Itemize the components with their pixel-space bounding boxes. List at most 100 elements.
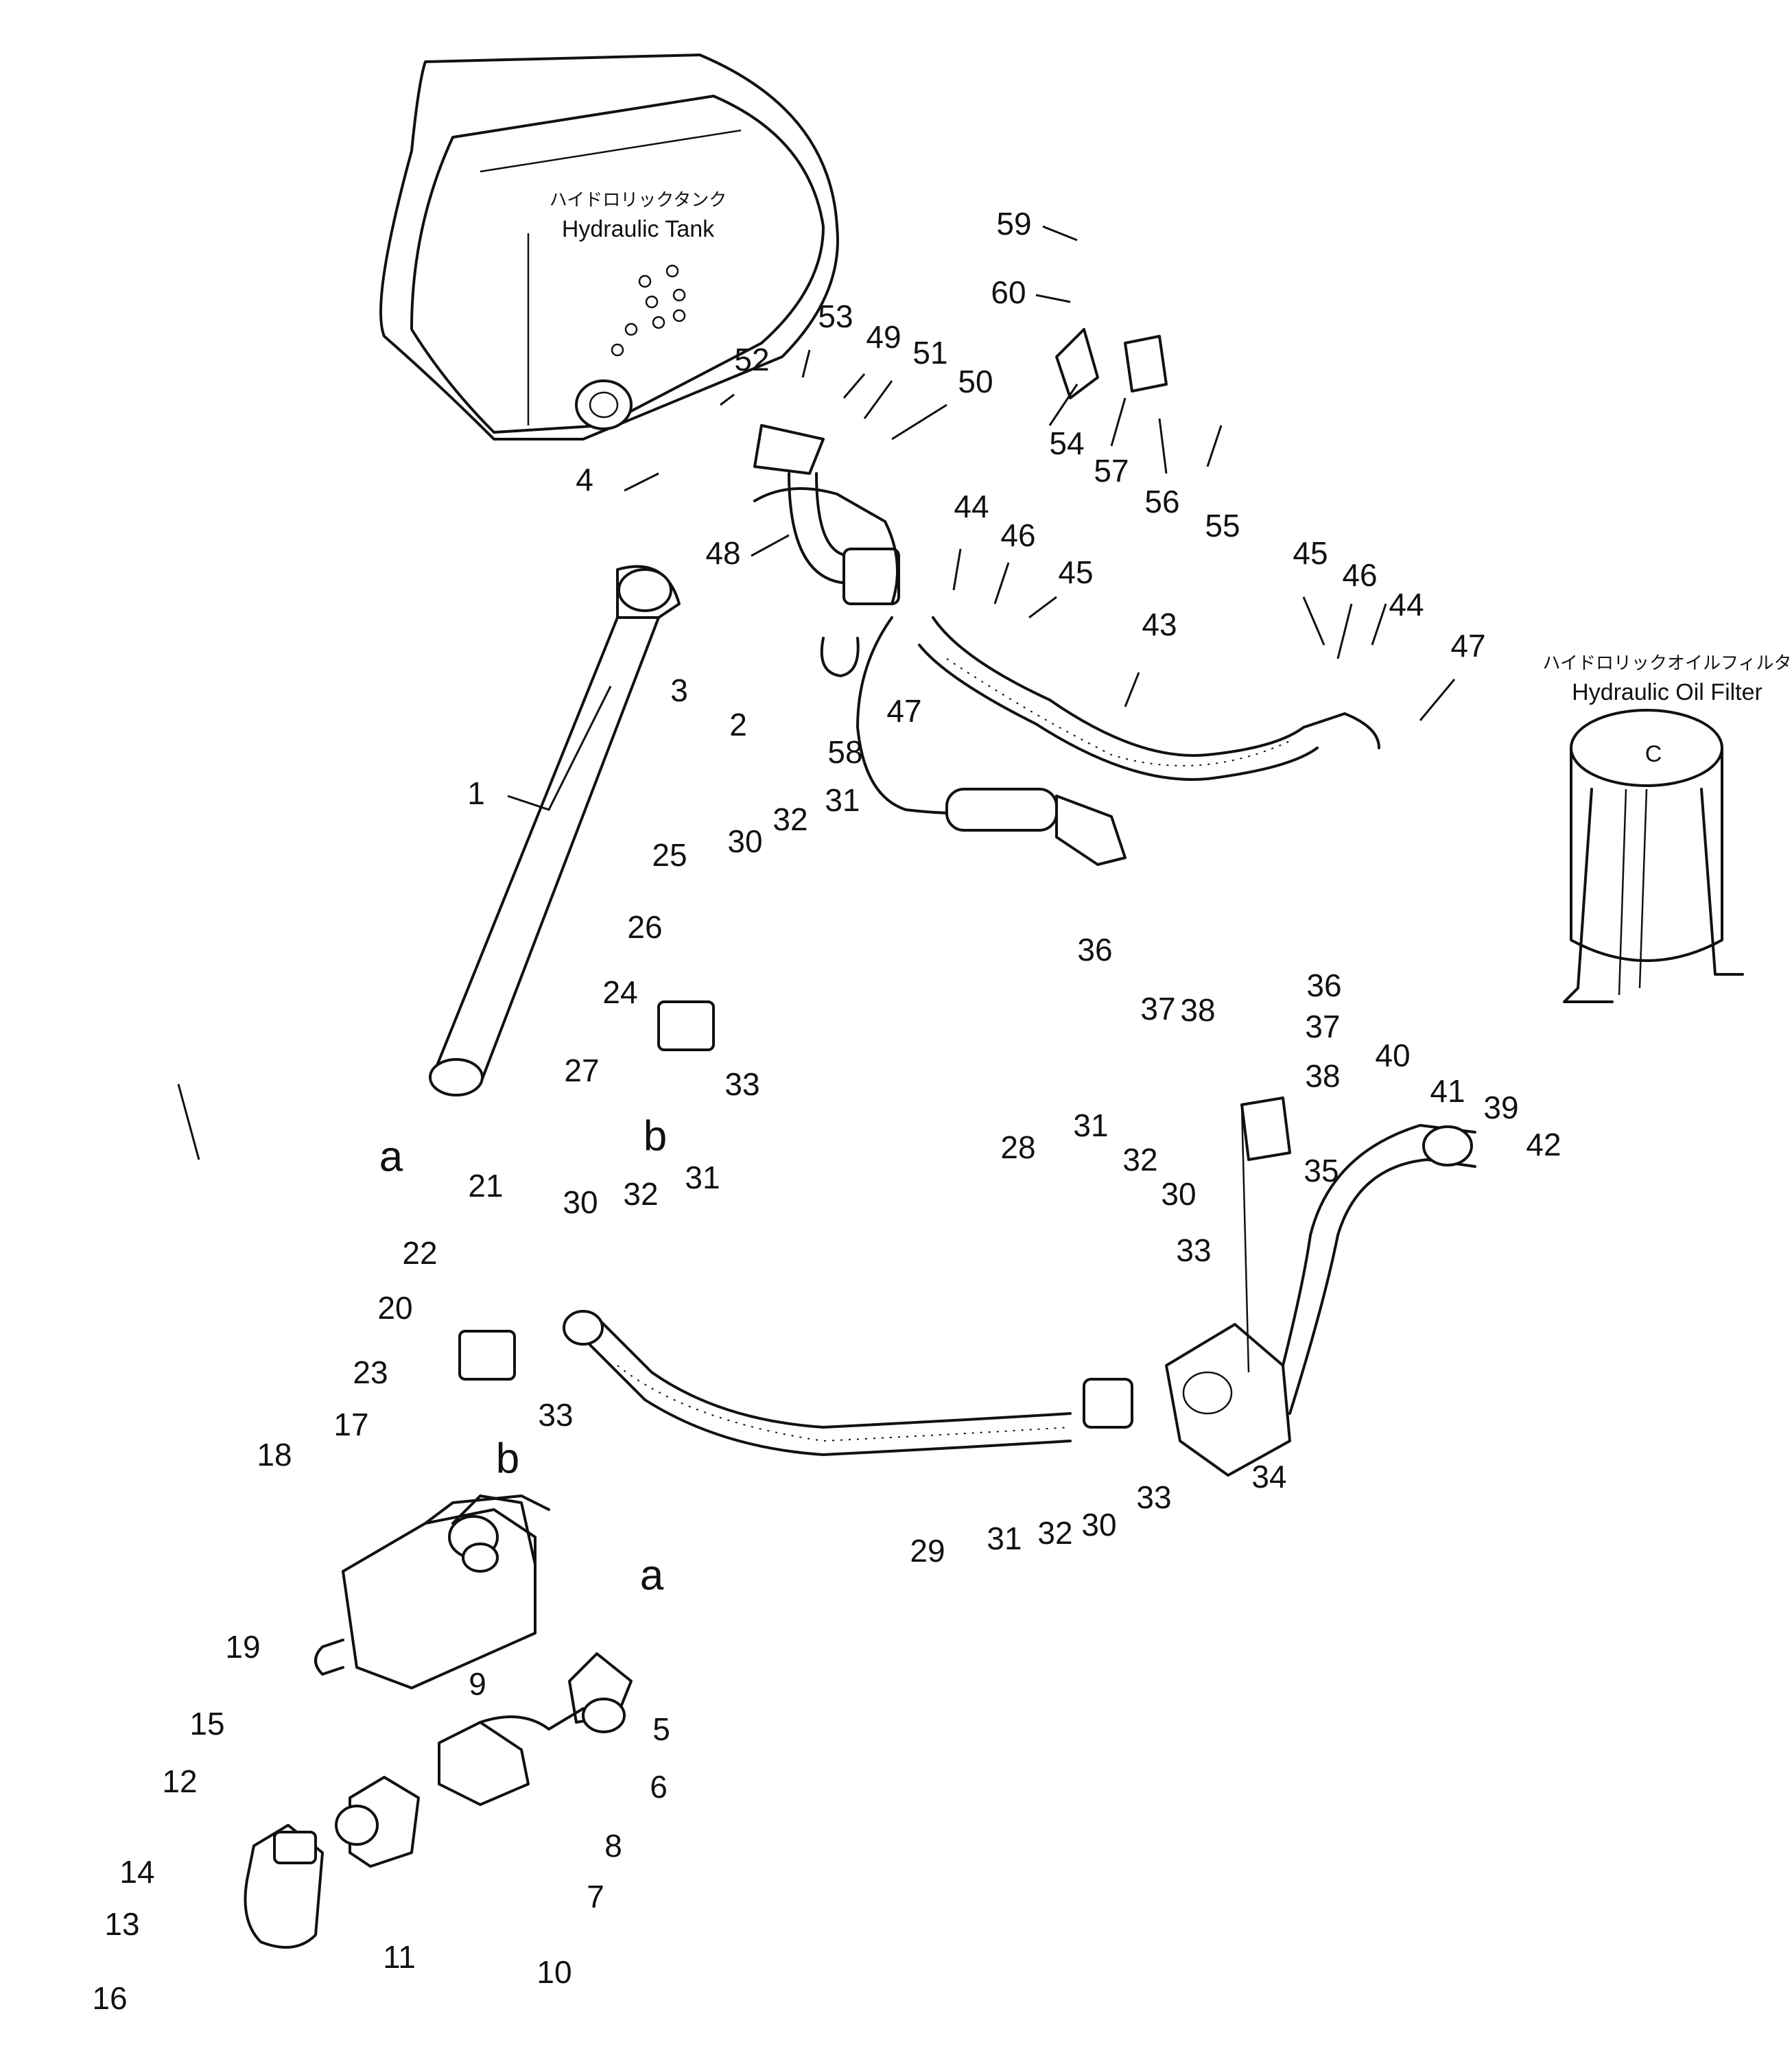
part-label: 30 (727, 823, 762, 859)
part-label: 4 (576, 462, 593, 497)
part-label: 41 (1430, 1073, 1465, 1109)
part-label: 10 (537, 1954, 571, 1990)
part-label: 19 (225, 1629, 260, 1665)
part-label: 13 (104, 1906, 139, 1942)
bracket-35-rod (1240, 1104, 1250, 1373)
hydraulic-pump (314, 1494, 550, 1689)
fittings-lower (244, 1652, 633, 1949)
part-label: 14 (119, 1854, 154, 1890)
tank-caption-jp: ハイドロリックタンク (550, 190, 727, 211)
part-label: 9 (469, 1666, 486, 1702)
part-label: 44 (954, 489, 989, 524)
ref-letter-a-top: a (379, 1133, 403, 1180)
tank-caption-en: Hydraulic Tank (562, 216, 715, 242)
part-label: 31 (825, 782, 860, 818)
part-label: 30 (563, 1184, 598, 1220)
part-label: 37 (1140, 991, 1175, 1027)
part-label: 48 (705, 535, 740, 571)
part-label: 43 (1142, 607, 1177, 642)
part-label: 15 (189, 1706, 224, 1742)
part-label: 16 (92, 1980, 127, 2016)
filter-caption-jp: ハイドロリックオイルフィルタ (1543, 653, 1792, 674)
part-label: 31 (685, 1160, 720, 1195)
hydraulic-oil-filter: C (1563, 709, 1744, 1003)
part-label: 33 (1176, 1232, 1211, 1268)
part-label: 33 (724, 1066, 759, 1102)
filter-caption-en: Hydraulic Oil Filter (1572, 679, 1762, 705)
part-label: 5 (652, 1711, 670, 1747)
ref-letter-b-bottom: b (496, 1435, 519, 1482)
part-label: 46 (1000, 517, 1035, 553)
hydraulic-tank (379, 54, 839, 441)
u-bolt-58 (820, 637, 860, 677)
leader-lines (177, 225, 1456, 1160)
part-label: 33 (538, 1397, 573, 1433)
hose-29 (563, 1310, 1133, 1456)
part-label: 46 (1342, 557, 1377, 593)
part-label: 26 (627, 909, 662, 945)
part-label: 38 (1305, 1058, 1340, 1094)
hose-28 (753, 487, 1127, 866)
svg-text:C: C (1645, 741, 1662, 767)
part-label: 51 (912, 335, 947, 371)
part-label: 6 (650, 1769, 668, 1805)
part-label: 27 (564, 1053, 599, 1088)
part-label: 45 (1058, 554, 1093, 590)
part-label: 45 (1293, 535, 1328, 571)
part-label: 36 (1077, 932, 1112, 968)
bracket-54-57 (1055, 328, 1168, 399)
part-label: 24 (602, 974, 637, 1010)
hose-43 (918, 616, 1380, 781)
part-label: 31 (1073, 1107, 1108, 1143)
part-label: 12 (162, 1763, 197, 1799)
part-label: 34 (1251, 1459, 1286, 1494)
part-label: 2 (729, 707, 747, 742)
part-label: 29 (910, 1533, 945, 1569)
part-label: 31 (987, 1521, 1022, 1556)
part-label: 54 (1049, 425, 1084, 461)
part-label: 32 (773, 801, 807, 837)
part-label: 32 (623, 1176, 658, 1212)
part-label: 25 (652, 837, 687, 873)
part-label: 44 (1389, 587, 1424, 622)
part-label: 38 (1180, 992, 1215, 1028)
block-20 (458, 1330, 516, 1381)
part-label: 1 (467, 775, 485, 811)
part-label: 59 (996, 206, 1031, 242)
block-24 (657, 1000, 715, 1051)
part-label: 7 (587, 1879, 604, 1914)
part-label: 57 (1094, 453, 1129, 489)
part-label: 50 (958, 364, 993, 399)
block-34 (1165, 1124, 1476, 1477)
part-label: 23 (353, 1354, 388, 1390)
part-label: 20 (377, 1290, 412, 1326)
part-label: 22 (402, 1235, 437, 1271)
part-label: 42 (1526, 1127, 1561, 1162)
part-label: 3 (670, 672, 688, 708)
part-label: 52 (734, 342, 769, 377)
part-label: 56 (1144, 484, 1179, 519)
part-label: 11 (383, 1939, 416, 1975)
part-label: 32 (1037, 1515, 1072, 1551)
part-label: 33 (1136, 1479, 1171, 1515)
part-label: 47 (886, 693, 921, 729)
suction-pipe (429, 565, 681, 1096)
part-label: 17 (333, 1407, 368, 1442)
part-label: 49 (866, 319, 901, 355)
part-label: 40 (1375, 1037, 1410, 1073)
part-label: 39 (1483, 1090, 1518, 1125)
part-label: 60 (991, 274, 1026, 310)
ref-letter-b-top: b (644, 1112, 667, 1160)
part-label: 28 (1000, 1129, 1035, 1165)
part-label: 53 (818, 298, 853, 334)
part-label: 36 (1306, 968, 1341, 1003)
part-label: 18 (257, 1437, 292, 1473)
part-label: 37 (1305, 1009, 1340, 1044)
part-label: 21 (468, 1168, 503, 1204)
part-label: 58 (827, 734, 862, 770)
part-number-labels: 59 60 53 49 51 50 52 54 57 56 55 4 48 44… (92, 206, 1561, 2016)
part-label: 30 (1161, 1176, 1196, 1212)
part-label: 30 (1081, 1507, 1116, 1543)
hose-48 (753, 424, 900, 605)
